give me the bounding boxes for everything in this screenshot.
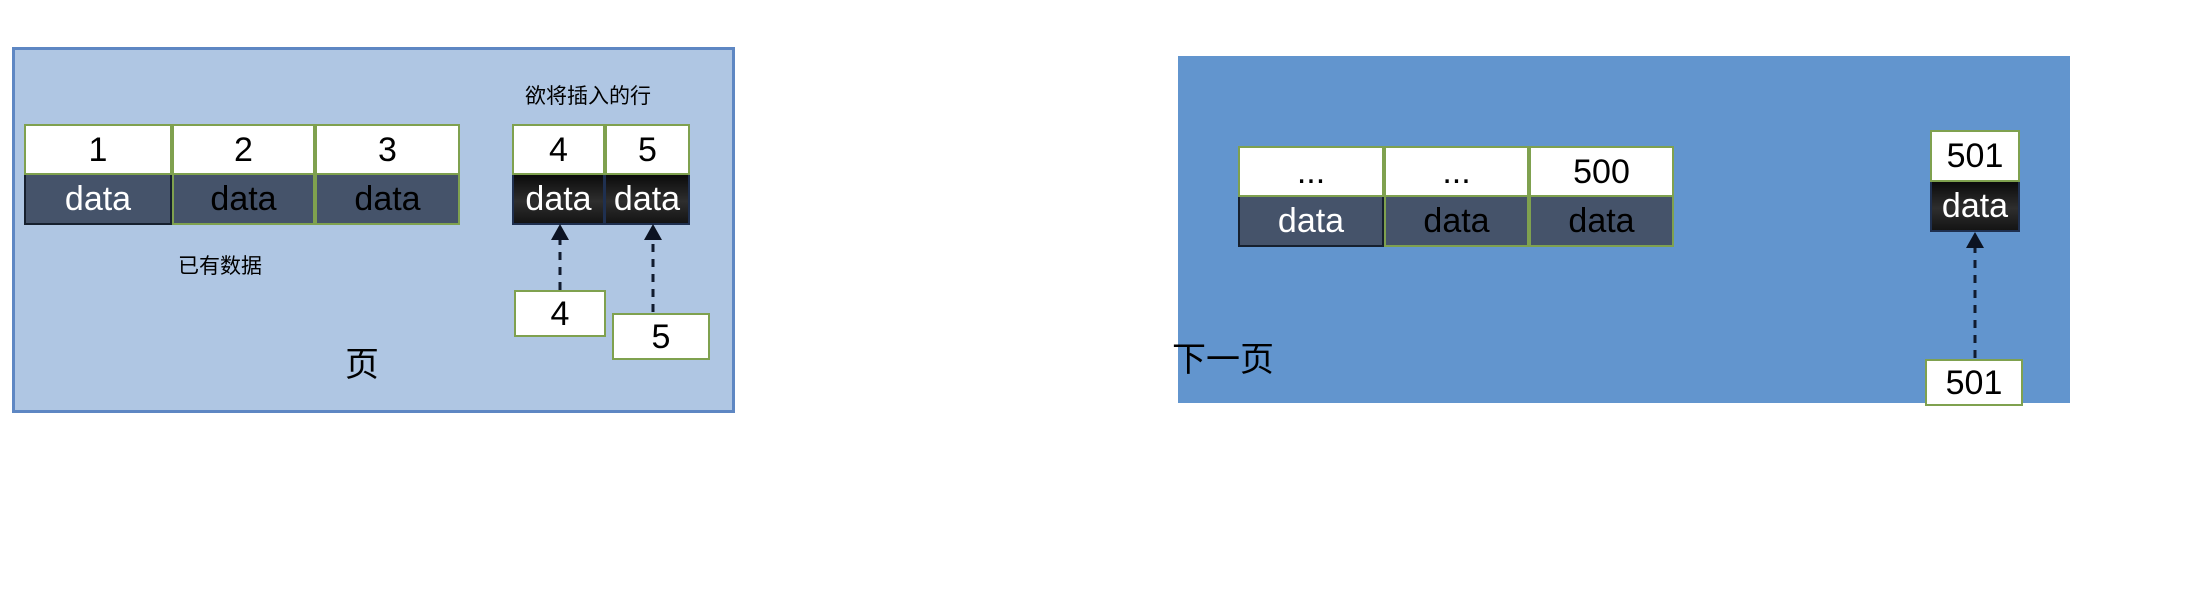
row-data-cell: data <box>1238 197 1384 247</box>
next-existing-rows-table: ... data ... data 500 data <box>1238 146 1674 247</box>
insert-number-cell: 5 <box>605 124 690 175</box>
table-column: 3 data <box>315 124 460 225</box>
next-insert-rows-table: 501 data <box>1930 130 2020 232</box>
row-number-cell: 2 <box>172 124 315 175</box>
table-column: 2 data <box>172 124 315 225</box>
source-box-501: 501 <box>1925 359 2023 406</box>
insert-arrow-5 <box>644 224 662 312</box>
table-column: ... data <box>1238 146 1384 247</box>
insert-data-cell: data <box>1930 182 2020 232</box>
table-column: ... data <box>1384 146 1529 247</box>
table-column: 4 data <box>512 124 605 225</box>
row-data-cell: data <box>315 175 460 225</box>
next-page-footer-label: 下一页 <box>1172 341 1274 379</box>
row-data-cell: data <box>1529 197 1674 247</box>
row-number-cell: 500 <box>1529 146 1674 197</box>
table-column: 1 data <box>24 124 172 225</box>
source-box-4: 4 <box>514 290 606 337</box>
insert-data-cell: data <box>512 175 605 225</box>
row-number-cell: 1 <box>24 124 172 175</box>
row-data-cell: data <box>172 175 315 225</box>
row-number-cell: ... <box>1238 146 1384 197</box>
table-column: 5 data <box>605 124 690 225</box>
insert-number-cell: 4 <box>512 124 605 175</box>
source-box-5: 5 <box>612 313 710 360</box>
row-number-cell: ... <box>1384 146 1529 197</box>
table-column: 501 data <box>1930 130 2020 232</box>
insert-rows-table: 4 data 5 data <box>512 124 690 225</box>
existing-data-caption: 已有数据 <box>178 255 262 278</box>
insert-number-cell: 501 <box>1930 130 2020 182</box>
insert-arrow-4 <box>551 224 569 290</box>
row-number-cell: 3 <box>315 124 460 175</box>
existing-rows-table: 1 data 2 data 3 data <box>24 124 460 225</box>
row-data-cell: data <box>1384 197 1529 247</box>
page-footer-label: 页 <box>345 346 379 384</box>
insert-row-caption: 欲将插入的行 <box>525 85 651 108</box>
insert-arrow-501 <box>1966 232 1984 358</box>
insert-data-cell: data <box>605 175 690 225</box>
row-data-cell: data <box>24 175 172 225</box>
table-column: 500 data <box>1529 146 1674 247</box>
